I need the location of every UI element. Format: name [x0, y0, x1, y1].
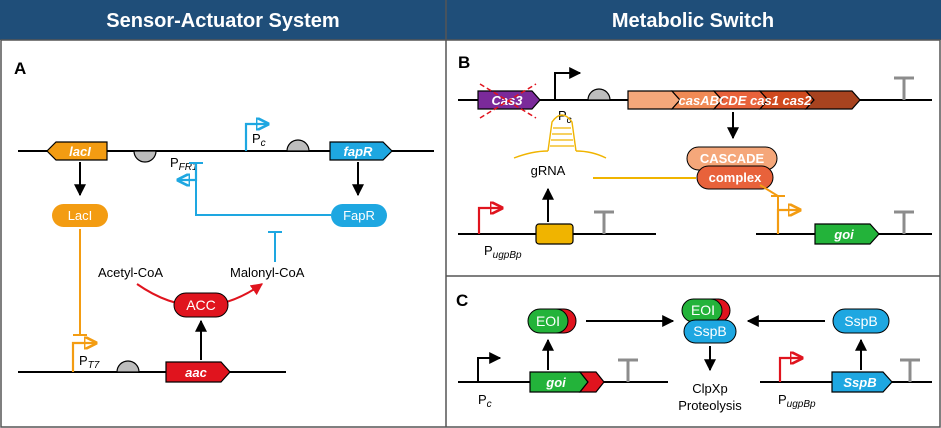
- protein-fapr: [331, 204, 387, 227]
- gene-fapr: [329, 141, 393, 161]
- gene-laci-label: lacI: [69, 144, 91, 159]
- panel-a: lacI PFR1 Pc fapR LacI FapR Acetyl-CoA M…: [18, 124, 434, 383]
- promoter-pfr1-arrow: [178, 163, 198, 180]
- rbs-b-1: [587, 88, 611, 101]
- promoter-pt7-label: PT7: [79, 353, 100, 371]
- promoter-pc-b-arrow: [554, 67, 582, 100]
- protein-eoi-left-label: EOI: [536, 313, 560, 329]
- header-right-title: Metabolic Switch: [612, 10, 774, 32]
- gene-operon-seg-1: [627, 90, 681, 110]
- panel-c: EOI EOI SspB SspB ClpXp Proteolysis Pc g…: [458, 298, 932, 413]
- metabolite-acetyl-coa: Acetyl-CoA: [98, 265, 163, 280]
- grna-label: gRNA: [531, 163, 566, 178]
- protein-sspb-center-label: SspB: [693, 323, 726, 339]
- terminator-b-3: [894, 210, 914, 234]
- promoter-pc-c-label: Pc: [478, 392, 492, 410]
- gene-aac-label: aac: [185, 365, 207, 380]
- rbs-a-2: [286, 139, 310, 152]
- promoter-pt7-arrow: [71, 343, 96, 372]
- protein-laci: [52, 204, 108, 227]
- cascade-complex-bottom: [696, 165, 774, 190]
- rbs-a-3: [116, 360, 140, 373]
- grna-gene-block: [535, 223, 574, 245]
- cascade-label-1: CASCADE: [700, 151, 765, 166]
- gene-fapr-label: fapR: [344, 144, 374, 159]
- promoter-pc-c-arrow: [477, 352, 502, 382]
- gene-goi-c-tag: [578, 371, 605, 393]
- terminator-c-1: [618, 358, 638, 382]
- gene-sspb-c-label: SspB: [843, 375, 876, 390]
- rbs-a-1: [133, 150, 157, 163]
- header-left-title: Sensor-Actuator System: [106, 10, 339, 32]
- cas3-deletion-cross-2: [479, 83, 537, 119]
- panel-b-label: B: [458, 53, 470, 72]
- panel-c-label: C: [456, 291, 468, 310]
- metabolite-malonyl-coa: Malonyl-CoA: [230, 265, 305, 280]
- promoter-pfr1-label: PFR1: [170, 155, 198, 173]
- panel-b: Cas3 Pc casABCDE cas1 cas2 CASCADE compl…: [458, 67, 932, 261]
- panel-a-label: A: [14, 59, 26, 78]
- protein-fapr-label: FapR: [343, 208, 375, 223]
- clpxp-label-2: Proteolysis: [678, 398, 742, 413]
- gene-laci: [46, 141, 108, 161]
- gene-operon-seg-5: [804, 90, 861, 110]
- protein-eoi-center-label: EOI: [691, 302, 715, 318]
- promoter-pugpbp-b-label: PugpBp: [484, 243, 522, 261]
- protein-laci-label: LacI: [68, 208, 93, 223]
- gene-goi-b-label: goi: [833, 227, 854, 242]
- gene-sspb-c: [831, 371, 893, 393]
- protein-sspb-right: [832, 308, 890, 334]
- cascade-label-2: complex: [709, 170, 763, 185]
- terminator-c-2: [900, 358, 920, 382]
- promoter-pugpbp-c-arrow: [778, 358, 802, 382]
- terminator-b-1: [894, 76, 914, 100]
- clpxp-label-1: ClpXp: [692, 381, 727, 396]
- promoter-pc-a-label: Pc: [252, 131, 266, 149]
- gene-aac: [165, 361, 231, 383]
- protein-acc: [173, 292, 229, 318]
- protein-eoi-left: [527, 308, 569, 334]
- promoter-pc-b-label: Pc: [558, 108, 572, 126]
- promoter-pugpbp-c-label: PugpBp: [778, 392, 816, 410]
- grna-hairpin: [513, 114, 607, 159]
- repression-fapr-pfr1: [195, 163, 331, 216]
- header-left-bar: [0, 0, 446, 40]
- gene-operon-label: casABCDE cas1 cas2: [679, 93, 813, 108]
- gene-goi-c-label: goi: [545, 375, 566, 390]
- gene-goi-b: [814, 223, 880, 245]
- terminator-b-2: [594, 210, 614, 234]
- gene-cas-operon: casABCDE cas1 cas2: [627, 90, 861, 110]
- promoter-pugpbp-b-arrow: [477, 208, 502, 234]
- header-right-bar: [446, 0, 941, 40]
- protein-sspb-center: [683, 319, 737, 344]
- promoter-pc-a-arrow: [244, 124, 268, 151]
- promoter-goi-b-arrow: [776, 210, 800, 234]
- outer-border: [0, 39, 941, 428]
- protein-sspb-right-label: SspB: [844, 313, 877, 329]
- protein-acc-label: ACC: [186, 297, 216, 313]
